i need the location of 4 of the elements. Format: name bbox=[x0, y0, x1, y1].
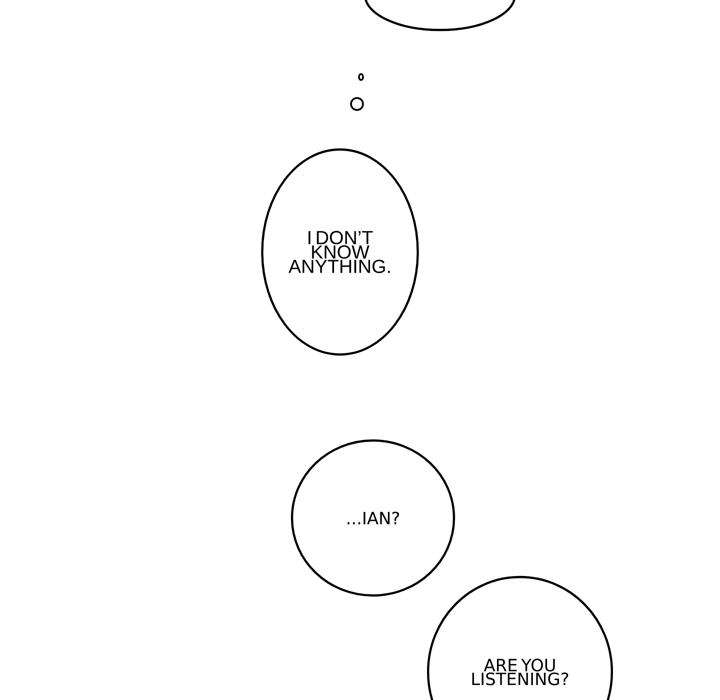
speech-bubble: ...IAN? bbox=[290, 439, 456, 597]
thought-bubble: I DON’T KNOW ANYTHING. bbox=[261, 148, 419, 356]
speech-bubble: ARE YOU LISTENING? bbox=[426, 576, 614, 700]
speech-bubble bbox=[364, 0, 516, 32]
